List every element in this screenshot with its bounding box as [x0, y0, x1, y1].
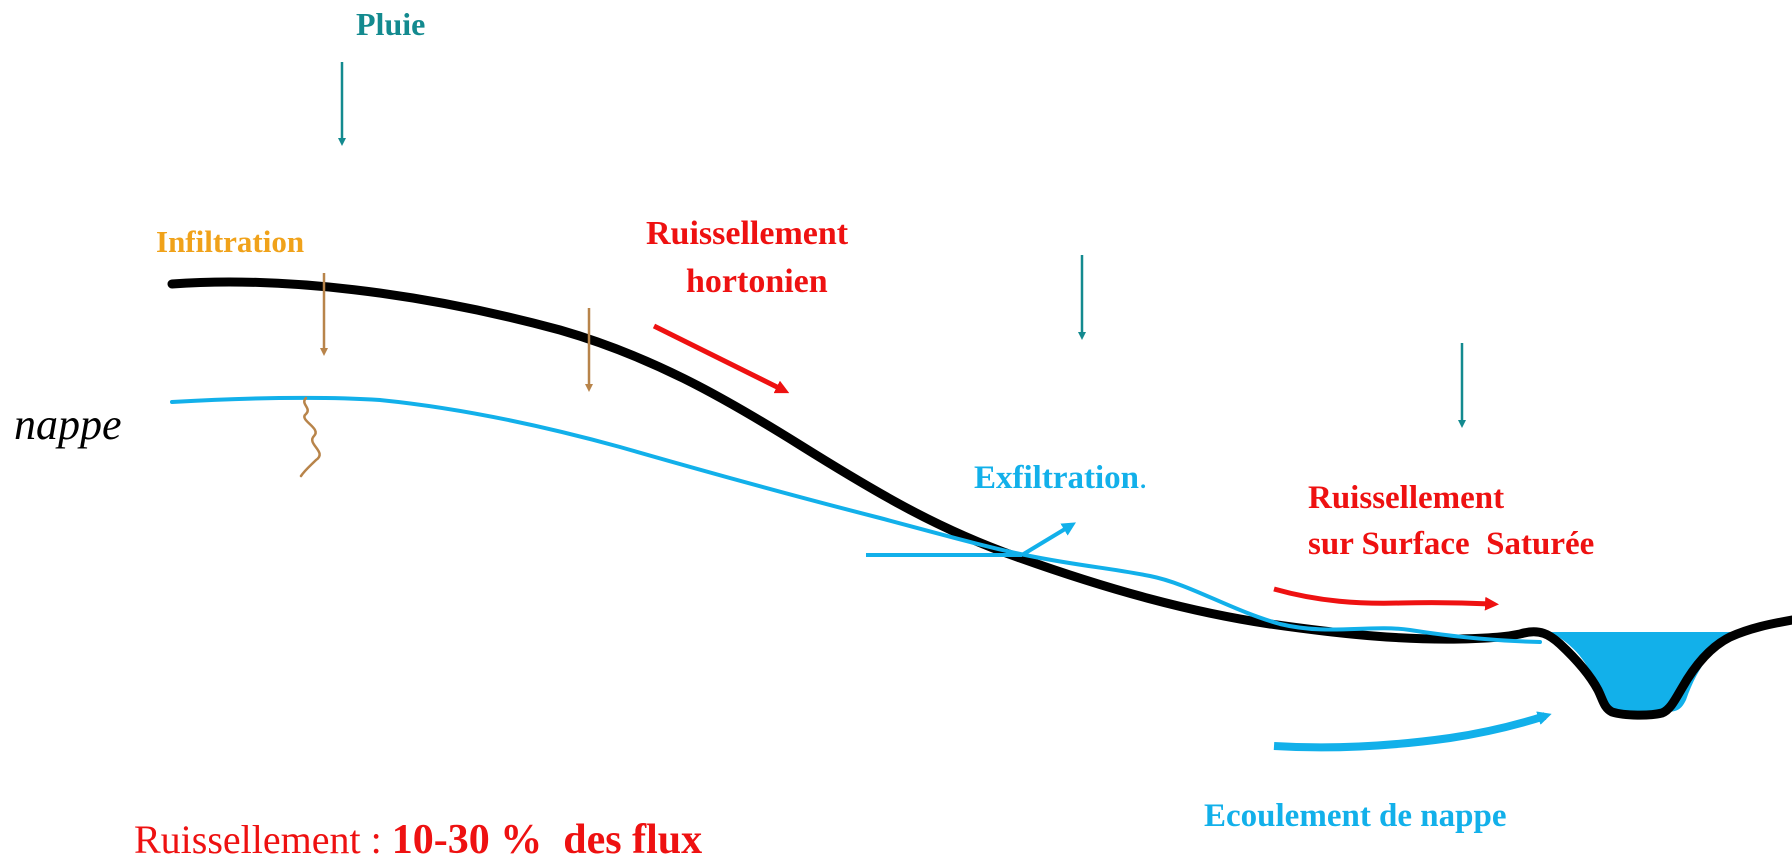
saturated-runoff-arrow	[1273, 586, 1499, 611]
groundwater-flow-arrow	[1273, 711, 1552, 752]
hortonian-runoff-label-line2: hortonien	[686, 263, 828, 300]
hydrology-diagram: Pluie Infiltration Ruissellement hortoni…	[14, 6, 1792, 863]
groundwater-flow-label: Ecoulement de nappe	[1204, 798, 1507, 834]
infiltration-label: Infiltration	[156, 224, 305, 259]
exfiltration-text: Exfiltration	[974, 460, 1139, 496]
infiltration-squiggle	[299, 396, 321, 478]
runoff-summary: Ruissellement : 10-30 % des flux	[134, 816, 702, 864]
runoff-summary-prefix: Ruissellement :	[134, 817, 392, 862]
exfiltration-label: Exfiltration.	[974, 460, 1147, 498]
runoff-summary-value: 10-30 % des flux	[391, 817, 703, 863]
water-table-label: nappe	[14, 400, 122, 449]
hortonian-runoff-arrow	[652, 323, 790, 394]
rain-label: Pluie	[356, 6, 426, 42]
hortonian-runoff-label-line1: Ruissellement	[646, 215, 849, 252]
exfiltration-arrow	[1020, 522, 1076, 557]
water-table-line	[170, 395, 1542, 644]
saturated-runoff-label-line2: sur Surface Saturée	[1308, 526, 1595, 562]
diagram-canvas	[167, 62, 1792, 752]
saturated-runoff-label-line1: Ruissellement	[1308, 480, 1505, 516]
ground-surface	[167, 277, 1792, 720]
exfiltration-dot: .	[1138, 460, 1148, 496]
